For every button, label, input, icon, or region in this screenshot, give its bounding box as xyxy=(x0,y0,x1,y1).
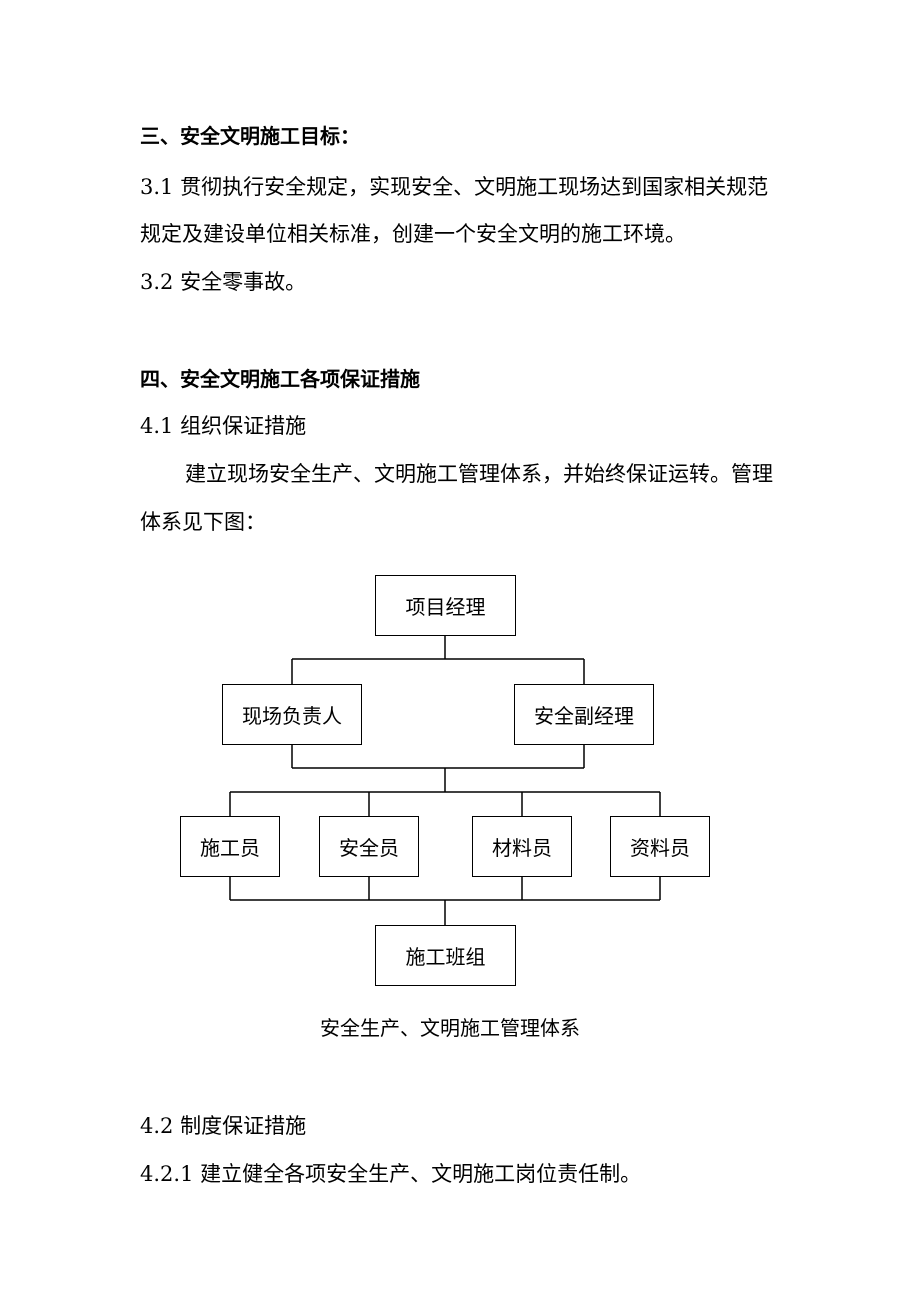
subheading-4-1: 4.1 组织保证措施 xyxy=(140,414,307,438)
org-box-documents-officer: 资料员 xyxy=(610,816,710,877)
org-box-project-manager: 项目经理 xyxy=(375,575,516,636)
paragraph-3-2: 3.2 安全零事故。 xyxy=(140,270,307,294)
org-chart-caption: 安全生产、文明施工管理体系 xyxy=(320,1016,580,1040)
section-4-heading: 四、安全文明施工各项保证措施 xyxy=(140,367,420,391)
org-box-site-lead: 现场负责人 xyxy=(222,684,362,745)
org-box-construction-staff: 施工员 xyxy=(180,816,280,877)
paragraph-4-2-1: 4.2.1 建立健全各项安全生产、文明施工岗位责任制。 xyxy=(140,1162,642,1186)
paragraph-4-1-line-1: 建立现场安全生产、文明施工管理体系，并始终保证运转。管理 xyxy=(185,462,773,486)
paragraph-3-1-line-2: 规定及建设单位相关标准，创建一个安全文明的施工环境。 xyxy=(140,222,686,246)
org-box-work-team: 施工班组 xyxy=(375,925,516,986)
org-box-safety-deputy: 安全副经理 xyxy=(514,684,654,745)
org-box-materials-officer: 材料员 xyxy=(472,816,572,877)
paragraph-4-1-line-2: 体系见下图： xyxy=(140,510,266,534)
subheading-4-2: 4.2 制度保证措施 xyxy=(140,1114,307,1138)
org-box-safety-officer: 安全员 xyxy=(319,816,419,877)
section-3-heading: 三、安全文明施工目标： xyxy=(140,124,360,148)
paragraph-3-1-line-1: 3.1 贯彻执行安全规定，实现安全、文明施工现场达到国家相关规范 xyxy=(140,175,769,199)
